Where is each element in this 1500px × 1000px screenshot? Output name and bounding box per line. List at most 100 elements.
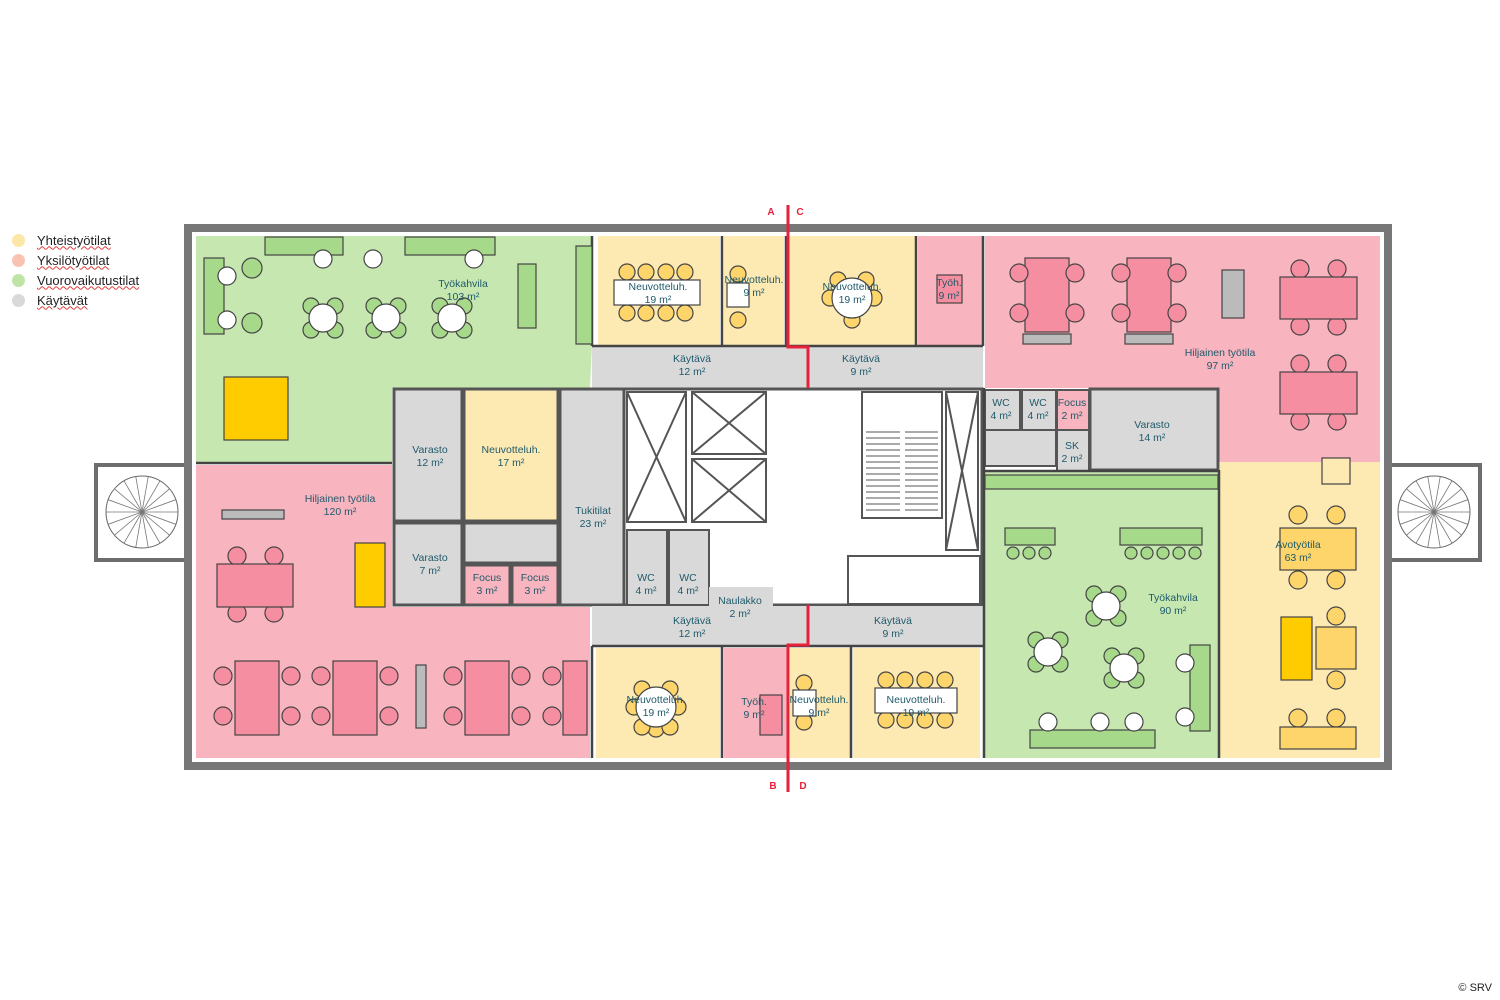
room-area: 97 m² bbox=[1207, 360, 1234, 372]
chair bbox=[1290, 411, 1310, 431]
desk bbox=[562, 660, 588, 736]
chair bbox=[1111, 303, 1131, 323]
room-label-wc-e1: WC4 m² bbox=[991, 397, 1013, 422]
section-label-b: B bbox=[769, 781, 776, 792]
room-varasto-7[interactable] bbox=[392, 521, 464, 607]
chair bbox=[1124, 546, 1138, 560]
desk bbox=[1279, 371, 1358, 415]
room-area: 2 m² bbox=[1062, 410, 1084, 422]
chair bbox=[936, 671, 954, 689]
legend-dot-collab-icon bbox=[12, 233, 25, 247]
room-label-neuv-n1: Neuvotteluh.19 m² bbox=[629, 281, 688, 306]
room-name: Hiljainen työtila bbox=[305, 493, 376, 505]
room-name: Työh. bbox=[936, 277, 962, 289]
room-area: 4 m² bbox=[678, 585, 700, 597]
room-naulakko[interactable] bbox=[709, 587, 773, 607]
room-wc-e2[interactable] bbox=[1021, 389, 1057, 431]
room-label-tyoh-n: Työh.9 m² bbox=[936, 277, 962, 302]
room-name: Käytävä bbox=[673, 353, 711, 365]
room-area: 23 m² bbox=[580, 518, 607, 530]
storage-box bbox=[1280, 616, 1313, 681]
armchair bbox=[1321, 457, 1351, 485]
kitchen-counter bbox=[984, 474, 1219, 490]
room-area: 12 m² bbox=[679, 366, 706, 378]
chair bbox=[1009, 303, 1029, 323]
room-varasto-14[interactable] bbox=[1088, 387, 1220, 472]
room-neuv-17[interactable] bbox=[462, 387, 560, 523]
room-name: Työkahvila bbox=[438, 278, 488, 290]
bench bbox=[1004, 527, 1056, 546]
room-focus-2[interactable] bbox=[510, 563, 560, 607]
room-area: 19 m² bbox=[645, 294, 672, 306]
round-table bbox=[308, 303, 338, 333]
chair bbox=[1167, 263, 1187, 283]
legend-label: Yksilötyötilat bbox=[37, 252, 110, 268]
room-wc-w2[interactable] bbox=[668, 529, 710, 606]
room-area: 9 m² bbox=[744, 287, 766, 299]
room-name: Työh. bbox=[741, 696, 767, 708]
room-kaytava-n2[interactable] bbox=[808, 347, 983, 388]
room-kaytava-n1[interactable] bbox=[592, 347, 808, 388]
room-label-wc-w2: WC4 m² bbox=[678, 572, 700, 597]
room-area: 9 m² bbox=[883, 628, 905, 640]
room-tyokahvila-nw[interactable] bbox=[196, 236, 592, 462]
round-table bbox=[437, 303, 467, 333]
room-storage-small[interactable] bbox=[462, 521, 560, 565]
room-varasto-12[interactable] bbox=[392, 387, 464, 523]
room-name: Työkahvila bbox=[1148, 592, 1198, 604]
chair bbox=[1156, 546, 1170, 560]
chair bbox=[637, 304, 655, 322]
desk bbox=[332, 660, 378, 736]
storage-box bbox=[354, 542, 386, 608]
kitchenette bbox=[575, 245, 593, 345]
furniture bbox=[106, 236, 1470, 750]
side-table bbox=[1175, 707, 1195, 727]
desk bbox=[759, 694, 783, 736]
central-stairs bbox=[861, 391, 943, 519]
chair bbox=[1326, 570, 1346, 590]
sofa bbox=[1189, 644, 1211, 732]
round-table bbox=[831, 277, 873, 319]
room-wc-e1[interactable] bbox=[984, 389, 1021, 431]
room-wc-w1[interactable] bbox=[626, 529, 668, 606]
chair bbox=[1327, 316, 1347, 336]
elevator-shafts bbox=[626, 391, 981, 605]
room-name: Neuvotteluh. bbox=[627, 694, 686, 706]
chair bbox=[1022, 546, 1036, 560]
chair bbox=[1006, 546, 1020, 560]
shelf bbox=[415, 664, 427, 729]
room-area: 4 m² bbox=[991, 410, 1013, 422]
chair bbox=[618, 263, 636, 281]
room-name: WC bbox=[679, 572, 697, 584]
room-area: 2 m² bbox=[730, 608, 752, 620]
chair bbox=[1326, 505, 1346, 525]
room-kaytava-s2[interactable] bbox=[808, 606, 983, 646]
room-name: Neuvotteluh. bbox=[887, 694, 946, 706]
room-area: 19 m² bbox=[839, 294, 866, 306]
chair bbox=[877, 671, 895, 689]
room-kaytava-s1[interactable] bbox=[592, 606, 808, 646]
room-name: Focus bbox=[473, 572, 502, 584]
room-label-sk: SK2 m² bbox=[1062, 440, 1084, 465]
room-focus-1[interactable] bbox=[462, 563, 512, 607]
room-area: 9 m² bbox=[744, 709, 766, 721]
chair bbox=[1327, 411, 1347, 431]
room-area: 3 m² bbox=[525, 585, 547, 597]
round-table bbox=[635, 686, 677, 728]
storage-box bbox=[223, 376, 289, 441]
chair bbox=[618, 304, 636, 322]
side-table bbox=[217, 266, 237, 286]
room-name: Neuvotteluh. bbox=[629, 281, 688, 293]
room-tukitilat[interactable] bbox=[558, 387, 626, 607]
room-focus-e[interactable] bbox=[1056, 389, 1090, 431]
chair bbox=[916, 671, 934, 689]
chair bbox=[281, 706, 301, 726]
